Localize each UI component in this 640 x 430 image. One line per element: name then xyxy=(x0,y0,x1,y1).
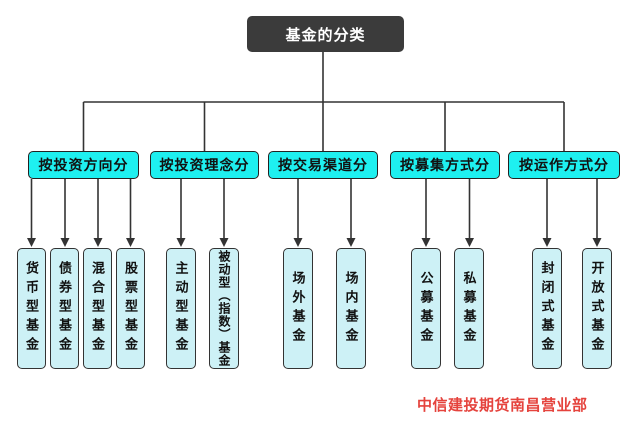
category-node-trading-channel: 按交易渠道分 xyxy=(268,151,378,179)
leaf-label: 开放式基金 xyxy=(589,261,605,356)
leaf-node-closed-end-fund: 封闭式基金 xyxy=(532,248,562,369)
category-label: 按投资理念分 xyxy=(159,157,250,173)
leaf-label: 被动型（指数）基金 xyxy=(217,250,231,367)
leaf-node-passive-index-fund: 被动型（指数）基金 xyxy=(209,248,239,369)
category-label: 按交易渠道分 xyxy=(278,157,368,173)
category-label: 按运作方式分 xyxy=(519,157,609,173)
arrowhead-icon xyxy=(465,238,474,247)
root-node-fund-classification: 基金的分类 xyxy=(247,16,404,52)
category-node-fundraising-method: 按募集方式分 xyxy=(390,151,500,179)
category-label: 按投资方向分 xyxy=(38,157,129,173)
arrowhead-icon xyxy=(592,238,602,247)
arrowhead-icon xyxy=(93,238,103,247)
arrowhead-icon xyxy=(293,238,303,247)
leaf-label: 场外基金 xyxy=(290,270,306,347)
leaf-node-hybrid-fund: 混合型基金 xyxy=(83,248,112,369)
leaf-node-public-fund: 公募基金 xyxy=(411,248,441,369)
root-node-label: 基金的分类 xyxy=(285,26,366,44)
leaf-label: 主动型基金 xyxy=(173,261,189,356)
leaf-label: 债券型基金 xyxy=(57,261,72,356)
leaf-node-open-end-fund: 开放式基金 xyxy=(582,248,612,369)
leaf-label: 股票型基金 xyxy=(123,261,138,356)
leaf-label: 混合型基金 xyxy=(90,261,105,356)
leaf-label: 封闭式基金 xyxy=(539,261,555,356)
arrowhead-icon xyxy=(27,238,36,247)
arrowhead-icon xyxy=(126,238,135,247)
leaf-label: 公募基金 xyxy=(418,270,434,347)
arrowhead-icon xyxy=(421,238,431,247)
leaf-node-exchange-fund: 场内基金 xyxy=(336,248,366,369)
category-node-investment-philosophy: 按投资理念分 xyxy=(150,151,259,179)
leaf-node-otc-fund: 场外基金 xyxy=(283,248,313,369)
leaf-node-stock-fund: 股票型基金 xyxy=(116,248,145,369)
leaf-node-active-fund: 主动型基金 xyxy=(166,248,196,369)
leaf-label: 私募基金 xyxy=(461,270,477,347)
arrowhead-icon xyxy=(60,238,70,247)
arrowhead-icon xyxy=(176,238,186,247)
arrowhead-icon xyxy=(542,238,552,247)
category-node-investment-direction: 按投资方向分 xyxy=(28,151,139,179)
leaf-node-money-market-fund: 货币型基金 xyxy=(17,248,46,369)
arrowhead-icon xyxy=(219,238,229,247)
leaf-node-private-fund: 私募基金 xyxy=(454,248,484,369)
leaf-label: 场内基金 xyxy=(343,270,359,347)
category-label: 按募集方式分 xyxy=(400,157,490,173)
arrowhead-icon xyxy=(346,238,356,247)
leaf-label: 货币型基金 xyxy=(24,261,39,356)
leaf-node-bond-fund: 债券型基金 xyxy=(50,248,79,369)
category-node-operation-method: 按运作方式分 xyxy=(508,151,620,179)
branch-watermark: 中信建投期货南昌营业部 xyxy=(417,397,588,414)
